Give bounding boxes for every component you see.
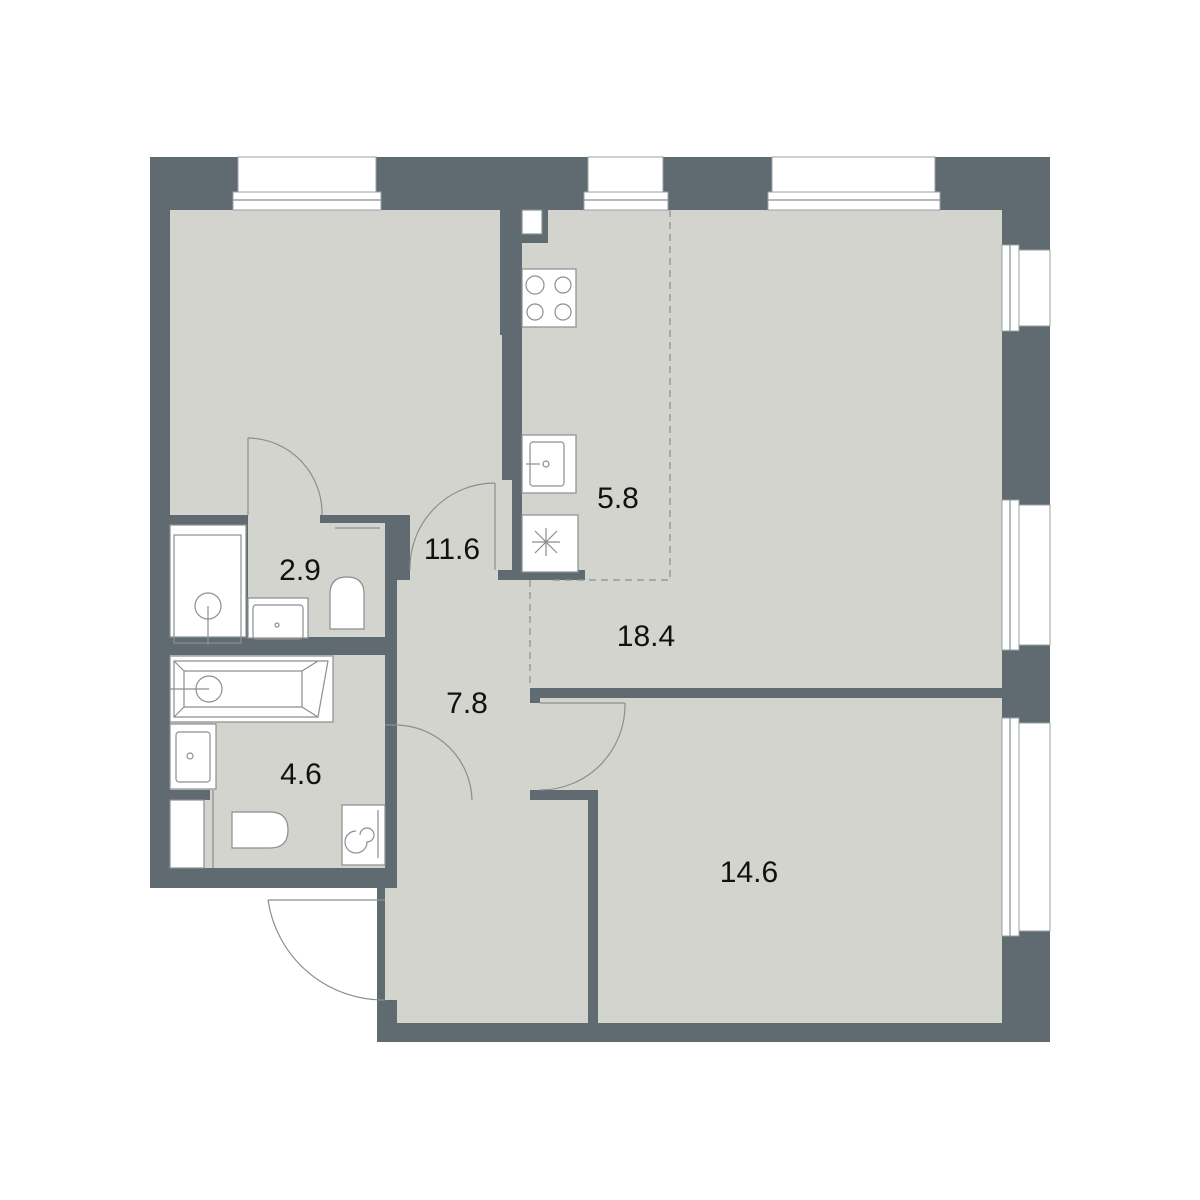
room-area-bathroom-small: 2.9: [279, 554, 321, 587]
washing-machine-icon: [341, 804, 386, 866]
room-area-kitchen: 5.8: [597, 482, 639, 515]
kitchen-sink-icon: [521, 434, 577, 494]
bathtub-icon: [169, 655, 334, 723]
wall: [377, 1000, 397, 1042]
kitchen-zone-boundary: [548, 210, 671, 581]
toilet-icon: [329, 576, 365, 630]
door-bedroom-1-hall[interactable]: [409, 482, 496, 571]
window-top-1: [232, 156, 382, 211]
stove-icon: [521, 268, 577, 328]
room-area-bathroom: 4.6: [280, 758, 322, 791]
floor-bedroom-1: [170, 210, 502, 515]
cabinet: [169, 799, 205, 869]
wall: [500, 210, 512, 335]
wall: [530, 688, 1002, 698]
entry-opening: [150, 888, 377, 1042]
door-bedroom-1[interactable]: [247, 437, 323, 516]
wall: [170, 637, 385, 655]
entrance-door[interactable]: [267, 899, 386, 1001]
sink-icon: [247, 597, 309, 640]
wall: [150, 868, 397, 888]
wall: [170, 515, 248, 523]
wall: [498, 570, 585, 580]
window-top-3: [767, 156, 941, 211]
door-bedroom-2[interactable]: [539, 702, 626, 791]
room-area-hallway: 7.8: [446, 687, 488, 720]
wc-icon: [212, 790, 289, 868]
floor-living: [522, 210, 1002, 688]
floor-bedroom-2-door: [530, 698, 600, 790]
wall: [397, 570, 410, 580]
room-area-bedroom-2: 14.6: [720, 856, 778, 889]
door-bathroom[interactable]: [385, 724, 473, 801]
floor-entry: [385, 888, 397, 1000]
wall: [397, 1023, 1002, 1042]
window-right-2: [1001, 499, 1051, 651]
shower-icon: [169, 524, 247, 645]
wall: [385, 515, 397, 868]
washbasin-icon: [169, 723, 217, 790]
wall: [512, 210, 522, 578]
window-top-2: [583, 156, 669, 211]
room-area-living-room: 18.4: [617, 620, 675, 653]
floor-bedroom-1-door: [248, 430, 320, 525]
wall: [150, 790, 210, 800]
shaft: [521, 209, 543, 235]
fridge-icon: [521, 514, 579, 573]
room-area-bedroom-1: 11.6: [424, 533, 480, 566]
wall: [530, 790, 598, 800]
floor-bedroom-2: [598, 698, 1002, 1023]
wall: [320, 515, 398, 523]
wall: [530, 688, 540, 703]
window-right-3: [1001, 717, 1051, 937]
wall: [588, 790, 598, 1023]
window-right-1: [1001, 244, 1051, 332]
